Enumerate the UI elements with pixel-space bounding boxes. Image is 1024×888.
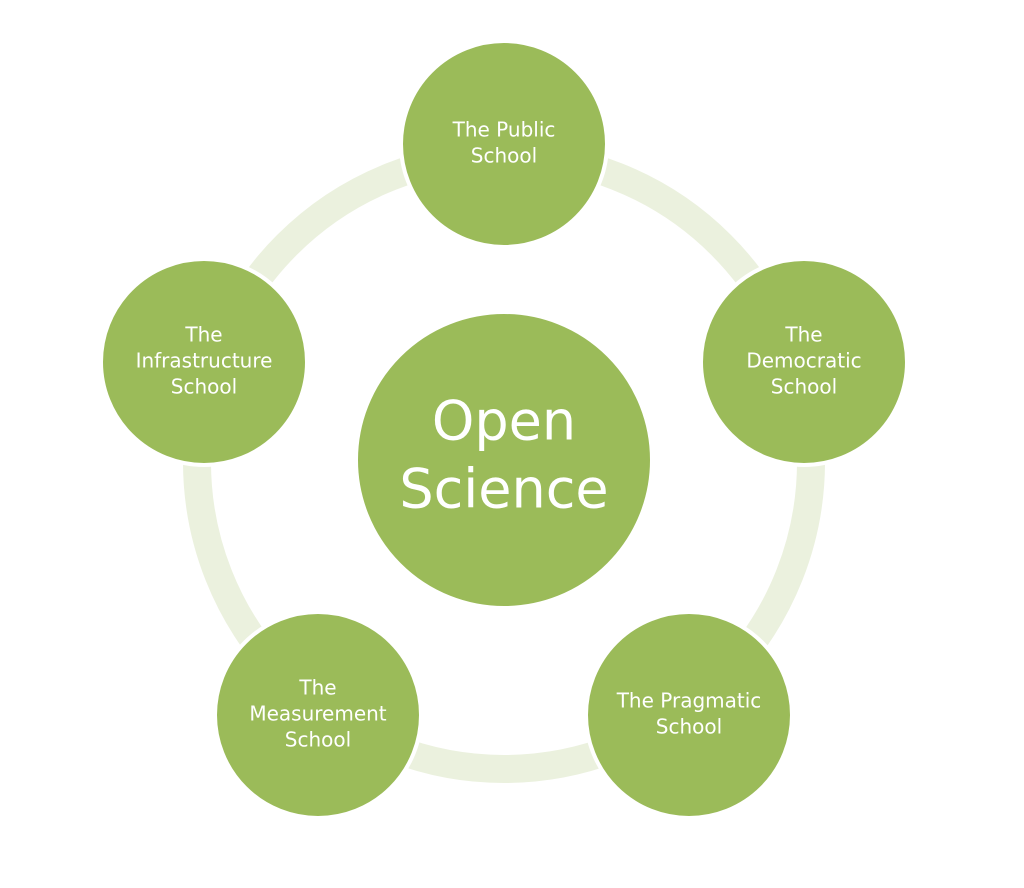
center-circle: [354, 310, 654, 610]
school-circle-pragmatic: [584, 610, 794, 820]
school-circle-public: [399, 39, 609, 249]
school-label-measurement-line-2: Measurement: [249, 702, 386, 726]
school-circle-measurement: [213, 610, 423, 820]
school-label-democratic-line-3: School: [771, 375, 837, 399]
center-node-open-science: Open Science: [354, 310, 654, 610]
center-label-line-1: Open: [432, 390, 576, 453]
school-label-infrastructure-line-3: School: [171, 375, 237, 399]
school-label-public-line-1: The Public: [452, 118, 556, 142]
school-circle-infrastructure: [99, 257, 309, 467]
school-label-infrastructure-line-2: Infrastructure: [136, 349, 273, 373]
school-label-measurement-line-3: School: [285, 728, 351, 752]
school-label-measurement-line-1: The: [298, 676, 336, 700]
school-circle-democratic: [699, 257, 909, 467]
school-label-infrastructure-line-1: The: [184, 323, 222, 347]
school-label-democratic-line-2: Democratic: [746, 349, 861, 373]
center-label-line-2: Science: [399, 458, 608, 521]
school-label-pragmatic-line-2: School: [656, 715, 722, 739]
school-label-pragmatic-line-1: The Pragmatic: [616, 689, 762, 713]
school-label-public-line-2: School: [471, 144, 537, 168]
school-label-democratic-line-1: The: [784, 323, 822, 347]
